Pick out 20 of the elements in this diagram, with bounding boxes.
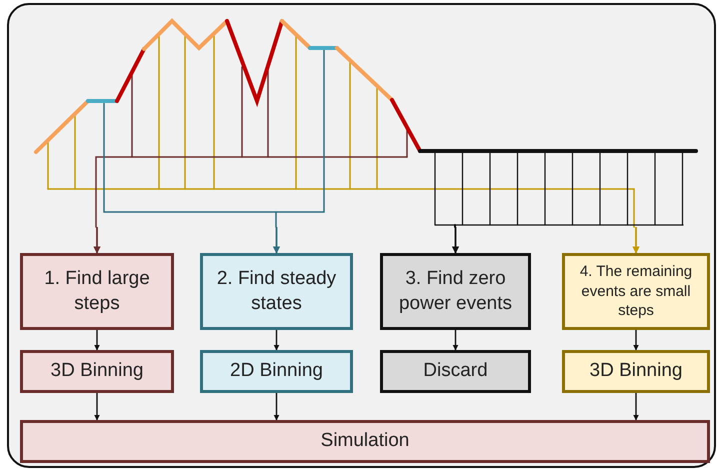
arrow	[632, 227, 640, 254]
process-box: 4. The remaining events are small steps	[562, 253, 710, 330]
arrow	[633, 330, 639, 351]
process-box: Simulation	[20, 420, 710, 463]
process-box: 3. Find zero power events	[380, 253, 531, 330]
arrow	[452, 330, 458, 351]
arrow	[274, 330, 280, 351]
process-box: 2. Find steady states	[200, 253, 353, 330]
arrow	[452, 227, 460, 254]
arrow	[272, 227, 280, 254]
arrow	[93, 227, 101, 254]
process-box: 3D Binning	[562, 350, 710, 393]
arrow	[274, 393, 280, 421]
arrow	[94, 393, 100, 421]
arrow	[633, 393, 639, 421]
process-box: 3D Binning	[20, 350, 174, 393]
process-box: 1. Find large steps	[20, 253, 174, 330]
process-box: 2D Binning	[200, 350, 353, 393]
arrow	[94, 330, 100, 351]
process-box: Discard	[380, 350, 531, 393]
